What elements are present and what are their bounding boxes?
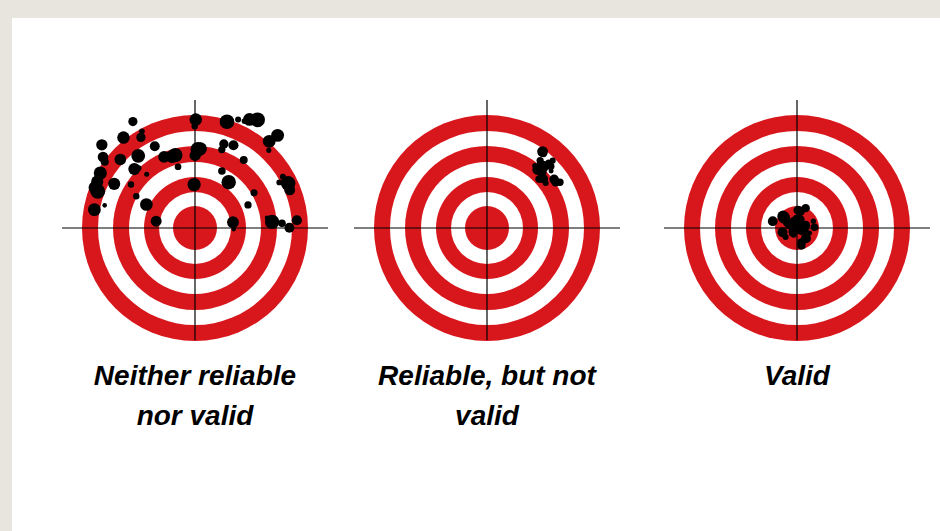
shot-dot bbox=[276, 180, 282, 186]
shot-dot bbox=[133, 193, 139, 199]
caption-label: Reliable, but not valid bbox=[367, 356, 607, 436]
shot-dot bbox=[789, 232, 793, 236]
shot-dot bbox=[811, 219, 816, 224]
shot-dot bbox=[536, 167, 546, 177]
shot-dot bbox=[783, 234, 789, 240]
shot-dot bbox=[284, 184, 295, 195]
shot-dot bbox=[131, 149, 145, 163]
shot-dot bbox=[768, 216, 778, 226]
shot-dot bbox=[228, 140, 238, 150]
shot-dot bbox=[271, 129, 284, 142]
shot-dot bbox=[220, 114, 235, 129]
shot-dot bbox=[151, 216, 162, 227]
shot-dot bbox=[96, 139, 107, 150]
shot-dot bbox=[284, 223, 294, 233]
shot-dot bbox=[221, 175, 235, 189]
shot-dot bbox=[235, 116, 241, 122]
shot-dot bbox=[175, 163, 182, 170]
shot-dot bbox=[778, 229, 783, 234]
target bbox=[664, 100, 930, 341]
shot-dot bbox=[244, 201, 251, 208]
shot-dot bbox=[541, 151, 547, 157]
target bbox=[354, 100, 620, 341]
shot-dot bbox=[108, 178, 120, 190]
shot-dot bbox=[539, 179, 543, 183]
shot-dot bbox=[240, 156, 248, 164]
shot-dot bbox=[219, 139, 228, 148]
shot-dot bbox=[218, 167, 226, 175]
shot-dot bbox=[115, 154, 127, 166]
shot-dot bbox=[150, 141, 160, 151]
crosshair-line bbox=[194, 100, 195, 340]
shot-dot bbox=[140, 198, 153, 211]
shot-dot bbox=[158, 151, 170, 163]
shot-dot bbox=[278, 220, 286, 228]
shot-dot bbox=[558, 179, 563, 184]
shot-dots bbox=[88, 112, 818, 249]
shot-dot bbox=[243, 113, 256, 126]
shot-dot bbox=[136, 133, 145, 142]
shot-dot bbox=[102, 203, 107, 208]
shot-dot bbox=[266, 148, 271, 153]
shot-dot bbox=[796, 230, 801, 235]
shot-dot bbox=[811, 223, 818, 230]
shot-dot bbox=[117, 131, 130, 144]
caption-label: Valid bbox=[677, 356, 917, 396]
shot-dot bbox=[797, 238, 806, 247]
shot-dot bbox=[88, 203, 101, 216]
shot-dot bbox=[190, 150, 201, 161]
shot-dot bbox=[188, 178, 201, 191]
shot-dot bbox=[189, 113, 202, 126]
shot-dot bbox=[801, 204, 809, 212]
target bbox=[62, 100, 328, 341]
shot-dot bbox=[537, 146, 548, 157]
shot-dot bbox=[265, 215, 279, 229]
shot-dot bbox=[777, 211, 788, 222]
shot-dot bbox=[227, 216, 239, 228]
shot-dot bbox=[789, 217, 798, 226]
shot-dot bbox=[794, 206, 803, 215]
shot-dot bbox=[292, 215, 302, 225]
shot-dot bbox=[250, 189, 257, 196]
shot-dot bbox=[94, 166, 107, 179]
shot-dot bbox=[144, 172, 149, 177]
shot-dot bbox=[101, 158, 109, 166]
caption-label: Neither reliable nor valid bbox=[80, 356, 310, 436]
shot-dot bbox=[89, 181, 102, 194]
crosshair-line bbox=[486, 100, 487, 340]
shot-dot bbox=[128, 117, 137, 126]
shot-dot bbox=[128, 181, 134, 187]
shot-dot bbox=[136, 165, 142, 171]
